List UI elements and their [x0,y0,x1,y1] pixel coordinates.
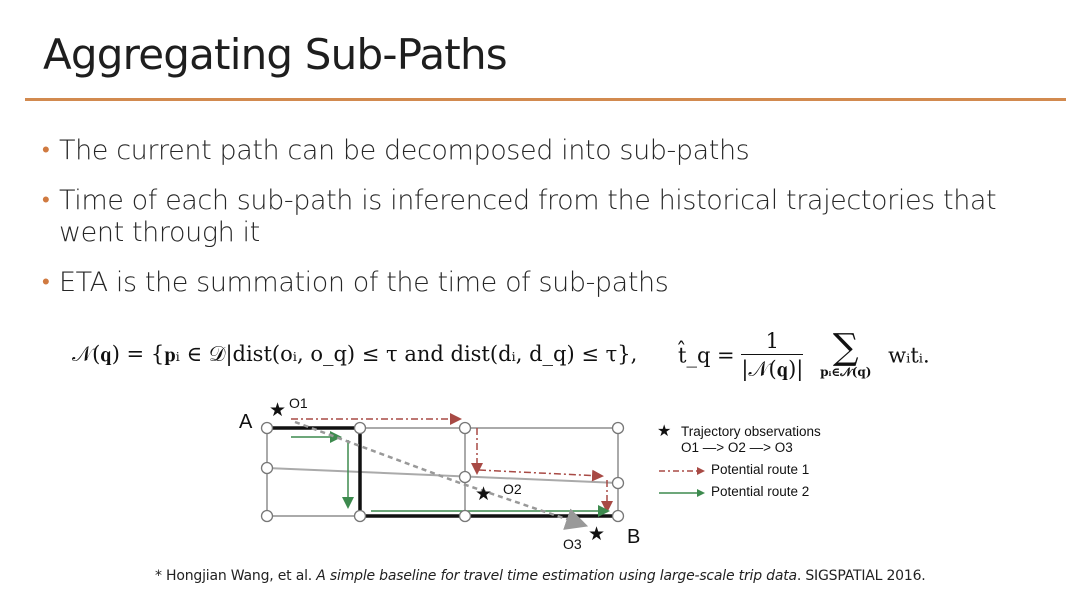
citation-paper-title: A simple baseline for travel time estima… [316,568,797,584]
bullet-text: The current path can be decomposed into … [59,135,750,166]
title-divider [25,98,1066,101]
point-b-label: B [627,526,640,548]
legend-route-2-label: Potential route 2 [711,484,810,499]
obs-3-label: O3 [563,536,582,552]
slide-title: Aggregating Sub-Paths [43,30,508,79]
bullet-item: • The current path can be decomposed into… [42,135,1052,167]
route-1-path [291,413,613,513]
route-diagram: ★ ★ ★ A B O1 O2 O3 [239,395,640,552]
legend-sequence-label: O1 —> O2 —> O3 [681,440,793,455]
bullet-marker: • [42,138,50,163]
bullet-marker: • [42,188,50,213]
formula-block: 𝒩(𝐪) = {𝐩ᵢ ∈ 𝒟|dist(oᵢ, o_q) ≤ τ and dis… [72,328,972,398]
citation-suffix: . SIGSPATIAL 2016. [796,568,926,584]
dashed-arrow-icon [659,467,705,475]
observation-trajectory [294,420,589,530]
citation-prefix: * Hongjian Wang, et al. [155,568,317,584]
bullet-list: • The current path can be decomposed into… [42,135,1052,317]
road-nodes [260,421,625,523]
summation-subscript: 𝐩ᵢ∈𝒩(𝐪) [820,365,872,379]
fraction-numerator: 1 [741,328,804,355]
star-icon: ★ [588,523,605,545]
bullet-item: • ETA is the summation of the time of sub… [42,267,1052,299]
obs-1-label: O1 [289,395,308,411]
estimate-lhs: t̂_q = [678,343,735,368]
estimate-fraction: 1 |𝒩(𝐪)| [741,328,804,383]
obs-2-label: O2 [503,481,522,497]
neighbor-set-formula: 𝒩(𝐪) = {𝐩ᵢ ∈ 𝒟|dist(oᵢ, o_q) ≤ τ and dis… [72,342,638,366]
legend-route-1-label: Potential route 1 [711,462,810,477]
summation-sign: ∑ [832,327,859,368]
star-icon: ★ [475,483,492,505]
main-path [267,426,618,518]
bullet-text: ETA is the summation of the time of sub-… [59,267,669,298]
citation: * Hongjian Wang, et al. A simple baselin… [155,568,926,584]
bullet-item: • Time of each sub-path is inferenced fro… [42,185,1052,249]
summation: ∑ 𝐩ᵢ∈𝒩(𝐪) [820,327,872,380]
legend-observations-label: Trajectory observations [681,424,821,439]
bullet-text: Time of each sub-path is inferenced from… [59,185,997,248]
bullet-marker: • [42,270,50,295]
estimate-term: wᵢtᵢ. [888,343,930,368]
solid-arrow-icon [659,489,705,497]
eta-estimate-formula: t̂_q = 1 |𝒩(𝐪)| ∑ 𝐩ᵢ∈𝒩(𝐪) wᵢtᵢ. [678,328,930,383]
road-grid [266,427,619,517]
fraction-denominator: |𝒩(𝐪)| [741,357,804,381]
point-a-label: A [239,411,253,433]
star-icon: ★ [657,423,672,440]
star-icon: ★ [269,399,286,421]
